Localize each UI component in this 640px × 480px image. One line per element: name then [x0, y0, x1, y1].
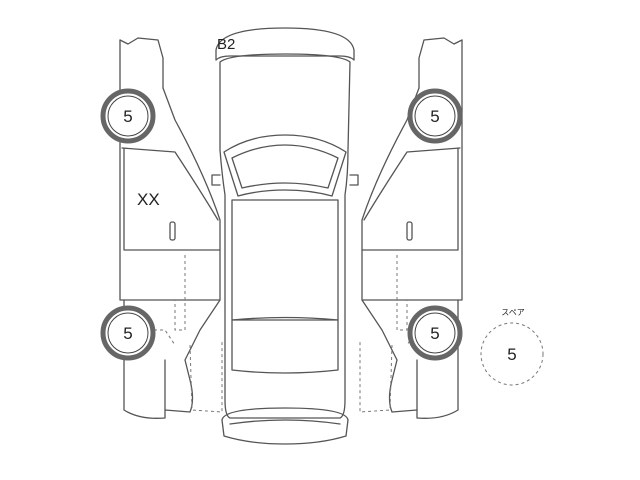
tire-front-right[interactable]	[407, 88, 463, 144]
spare-value: 5	[507, 345, 516, 364]
damage-mark-xx: XX	[137, 190, 160, 209]
tire-rear-left[interactable]	[100, 305, 156, 361]
spare-tire[interactable]	[480, 322, 544, 386]
right-side-view	[359, 37, 463, 419]
tire-front-left-value: 5	[123, 107, 132, 126]
top-view	[211, 27, 359, 445]
left-side-view	[119, 37, 223, 419]
tire-rear-left-value: 5	[123, 324, 132, 343]
damage-mark-b2: B2	[217, 36, 235, 53]
tire-rear-right[interactable]	[407, 305, 463, 361]
spare-label: スペア	[501, 308, 524, 317]
tire-rear-right-value: 5	[430, 324, 439, 343]
tire-front-left[interactable]	[100, 88, 156, 144]
tire-front-right-value: 5	[430, 107, 439, 126]
